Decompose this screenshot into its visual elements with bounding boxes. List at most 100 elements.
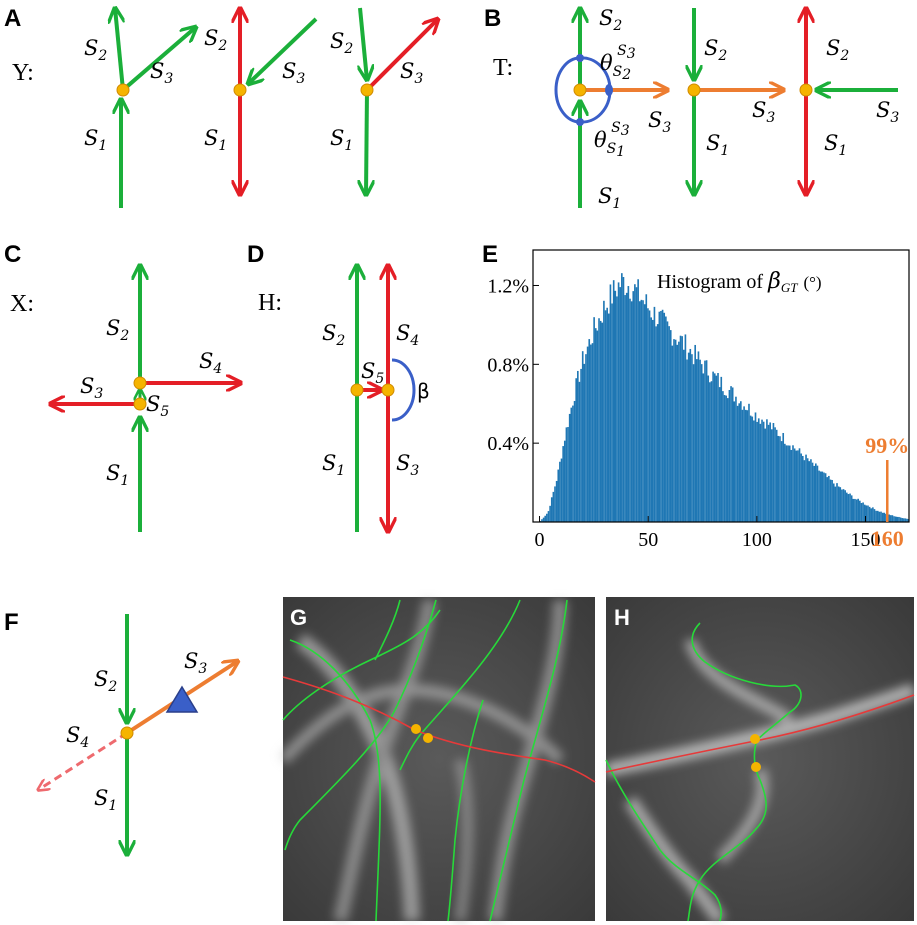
histogram-bar	[743, 406, 745, 522]
label-s2: S2	[599, 6, 622, 34]
label-s4: S4	[66, 723, 89, 751]
histogram-bar	[805, 454, 807, 522]
histogram-bar	[741, 409, 744, 522]
junction-node	[687, 83, 701, 97]
histogram-bar	[609, 284, 612, 522]
histogram-bar	[616, 296, 618, 522]
histogram-bar	[596, 330, 599, 522]
histogram-bar	[704, 360, 706, 522]
histogram-bar	[607, 313, 610, 522]
triangle-marker	[165, 685, 199, 713]
panel-a: A Y: S2 S3 S1 S2 S3 S1 S2 S3 S1	[4, 5, 438, 208]
histogram-bar	[650, 317, 652, 522]
histogram-bar	[736, 405, 739, 522]
arrow-s3	[121, 27, 196, 92]
histogram-bar	[629, 298, 631, 522]
histogram-bar	[689, 348, 692, 522]
junction-node	[133, 397, 147, 411]
histogram-bar	[726, 398, 729, 522]
histogram-bar	[870, 508, 873, 522]
junction-node	[381, 383, 395, 397]
histogram-bar	[753, 420, 755, 522]
histogram-bar	[803, 460, 806, 522]
histogram-bar	[634, 284, 636, 522]
histogram-bar	[638, 301, 641, 522]
histogram-bar	[723, 395, 726, 522]
histogram-bar	[642, 300, 644, 522]
histogram-bar	[903, 518, 905, 522]
histogram-bar	[806, 458, 809, 522]
histogram-bar	[720, 376, 723, 522]
histogram-bar	[823, 472, 825, 522]
theta-s2-s3: θS2S3	[600, 43, 636, 83]
arrow-s3	[248, 17, 318, 84]
histogram-bar	[792, 445, 794, 522]
histogram-bar	[906, 518, 908, 522]
label-s2: S2	[330, 29, 353, 57]
histogram-bar	[857, 498, 860, 522]
histogram-bar	[614, 290, 617, 522]
y-tick-label: 1.2%	[487, 275, 529, 297]
label-s1: S1	[106, 461, 129, 489]
label-s3: S3	[184, 649, 207, 677]
histogram-bar	[594, 328, 597, 522]
histogram-bar	[651, 319, 654, 522]
histogram-bar	[831, 479, 833, 522]
panel-g-micrograph: G	[278, 597, 596, 923]
histogram-bar	[795, 450, 798, 522]
histogram-bar	[855, 499, 858, 522]
label-s3: S3	[396, 451, 419, 479]
junction-node	[799, 83, 813, 97]
histogram-bar	[684, 334, 687, 522]
arc-endpoint	[605, 84, 613, 96]
histogram-bar	[601, 322, 604, 522]
histogram-bar	[710, 381, 713, 522]
label-s2: S2	[106, 316, 129, 344]
type-label-t: T:	[493, 55, 513, 81]
plot-frame	[532, 249, 910, 523]
histogram-bar	[578, 381, 581, 522]
histogram-bar	[560, 458, 563, 522]
histogram-bar	[816, 465, 819, 522]
histogram-bar	[868, 506, 871, 522]
histogram-bar	[785, 445, 788, 522]
type-label-x: X:	[10, 291, 34, 317]
histogram-bar	[754, 412, 757, 522]
histogram-bar	[568, 413, 571, 522]
label-s3: S3	[648, 108, 671, 136]
label-s3: S3	[150, 59, 173, 87]
histogram-bar	[575, 378, 578, 522]
histogram-bar	[839, 487, 842, 522]
histogram-bar	[728, 389, 731, 522]
histogram-bar	[717, 373, 719, 522]
histogram-bar	[647, 308, 649, 522]
label-s2: S2	[94, 667, 117, 695]
histogram-bar	[757, 418, 760, 522]
histogram-bar	[619, 287, 622, 522]
histogram-bar	[554, 486, 556, 522]
histogram-bar	[676, 344, 679, 522]
histogram-bar	[542, 517, 545, 522]
x-tick-label: 150	[851, 529, 881, 551]
histogram-bar	[808, 461, 811, 522]
histogram-bar	[775, 429, 778, 522]
histogram-bar	[767, 424, 770, 522]
histogram-bar	[904, 518, 907, 522]
histogram-bar	[565, 427, 568, 522]
histogram-bar	[679, 335, 682, 522]
histogram-bar	[800, 453, 802, 522]
histogram-bar	[687, 352, 690, 522]
panel-f: F S2 S3 S4 S1	[4, 609, 238, 855]
histogram-bar	[624, 295, 626, 522]
histogram-bar	[671, 345, 674, 522]
histogram-bar	[696, 359, 698, 522]
histogram-bar	[645, 294, 648, 522]
histogram-bar	[591, 343, 594, 522]
histogram-bar	[878, 511, 881, 522]
x-tick-label: 0	[535, 529, 545, 551]
histogram-bar	[572, 405, 574, 522]
histogram-bar	[850, 495, 853, 522]
histogram-bar	[885, 513, 887, 522]
histogram-bar	[580, 368, 582, 522]
histogram-bar	[777, 435, 780, 522]
